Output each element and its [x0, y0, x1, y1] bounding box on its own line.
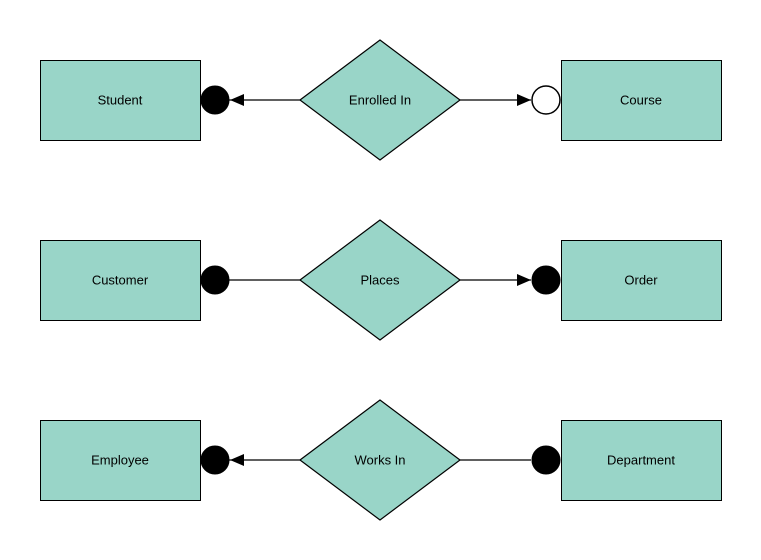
entity-label-order: Order: [624, 273, 658, 288]
arrowhead-left-icon: [230, 94, 244, 106]
connector-dot-filled[interactable]: [531, 265, 561, 295]
entity-label-employee: Employee: [91, 453, 149, 468]
connector-dot-filled[interactable]: [531, 445, 561, 475]
entity-label-customer: Customer: [92, 273, 149, 288]
entity-label-course: Course: [620, 93, 662, 108]
arrowhead-right-icon: [517, 274, 531, 286]
connector-dot-filled[interactable]: [200, 265, 230, 295]
entity-label-student: Student: [98, 93, 143, 108]
entity-box-student[interactable]: [40, 60, 201, 141]
connector-dot-open[interactable]: [531, 85, 561, 115]
entity-box-department[interactable]: [561, 420, 722, 501]
arrowhead-right-icon: [517, 94, 531, 106]
relationship-row-places: Customer Places Order: [40, 219, 722, 341]
arrowhead-left-icon: [230, 454, 244, 466]
relationship-row-works-in: Employee Works In Department: [40, 399, 722, 521]
entity-box-course[interactable]: [561, 60, 722, 141]
entity-box-employee[interactable]: [40, 420, 201, 501]
relationship-label-enrolled-in: Enrolled In: [349, 93, 411, 108]
relationship-label-works-in: Works In: [354, 453, 405, 468]
entity-box-customer[interactable]: [40, 240, 201, 321]
relationship-label-places: Places: [360, 273, 400, 288]
connector-dot-filled[interactable]: [200, 445, 230, 475]
entity-box-order[interactable]: [561, 240, 722, 321]
relationship-row-enrolled-in: Student Enrolled In Course: [40, 39, 722, 161]
connector-dot-filled[interactable]: [200, 85, 230, 115]
entity-label-department: Department: [607, 453, 675, 468]
